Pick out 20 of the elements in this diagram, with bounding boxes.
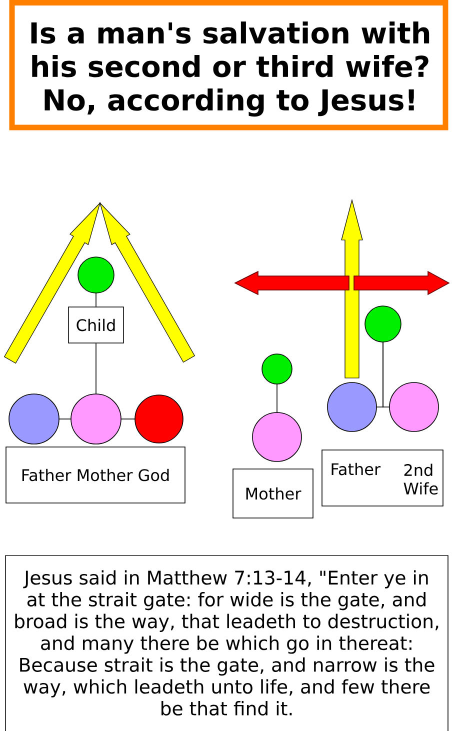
circle bbox=[252, 412, 302, 462]
quote-box: Jesus said in Matthew 7:13-14, "Enter ye in at the strait gate: for wide is the gate, and broad is the way, that leadeth to destruction, and many there be which go in thereat: Because strait is the gate, and narrow is the way, which leadeth unto life, and few there be that find it. bbox=[5, 555, 448, 731]
circle bbox=[78, 256, 114, 294]
connector-line bbox=[58, 418, 72, 420]
title-box: Is a man's salvation with his second or third wife? No, according to Jesus! bbox=[9, 0, 448, 130]
label-box: Father Mother God bbox=[6, 446, 186, 504]
connector-line bbox=[382, 342, 390, 408]
circle bbox=[364, 306, 402, 342]
label-box: Mother bbox=[232, 468, 314, 518]
circle bbox=[134, 394, 184, 444]
circle bbox=[262, 354, 292, 384]
circle bbox=[70, 394, 122, 444]
connector-line bbox=[276, 384, 278, 413]
circle bbox=[8, 394, 60, 444]
label-box: Child bbox=[68, 306, 124, 344]
connector-line bbox=[120, 418, 136, 420]
circle bbox=[327, 382, 377, 432]
arrow bbox=[341, 198, 363, 378]
label-box: Father 2nd Wife bbox=[322, 450, 444, 506]
circle bbox=[389, 382, 439, 432]
